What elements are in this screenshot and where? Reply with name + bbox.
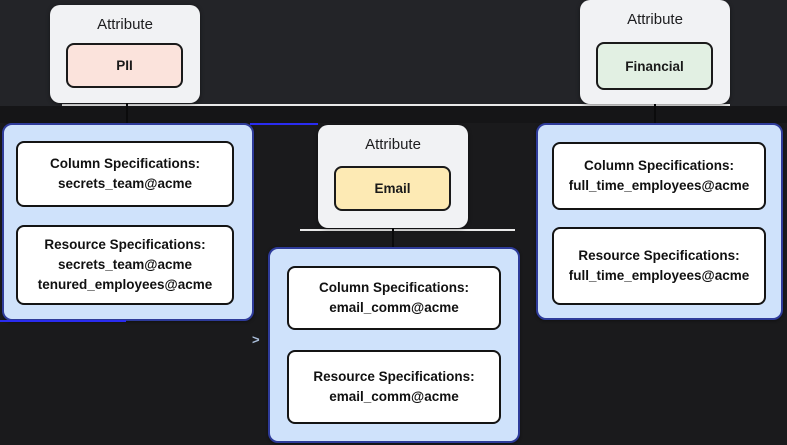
horizontal-rule-top xyxy=(62,104,730,106)
attribute-chip-pii: PII xyxy=(66,43,183,88)
spec-title: Column Specifications: xyxy=(318,279,470,295)
attribute-node-title: Attribute xyxy=(365,136,421,153)
column-spec-box-email: Column Specifications: email_comm@acme xyxy=(287,266,501,330)
blue-edge-fragment-top xyxy=(250,123,318,125)
spec-group-pii: Column Specifications: secrets_team@acme… xyxy=(2,123,254,321)
resource-spec-box-pii: Resource Specifications: secrets_team@ac… xyxy=(16,225,234,305)
attribute-chip-label: Email xyxy=(374,181,411,196)
edge-financial-to-right-group xyxy=(654,101,656,124)
attribute-chip-label: PII xyxy=(116,58,133,73)
attribute-node-financial: Attribute Financial xyxy=(580,0,730,104)
attribute-node-title: Attribute xyxy=(97,16,153,33)
horizontal-rule-middle xyxy=(300,229,515,231)
spec-value: secrets_team@acme xyxy=(57,176,192,191)
attribute-node-email: Attribute Email xyxy=(318,125,468,228)
spec-group-email: Column Specifications: email_comm@acme R… xyxy=(268,247,520,443)
spec-title: Resource Specifications: xyxy=(44,236,206,252)
background-band-gap xyxy=(0,106,787,123)
spec-value: tenured_employees@acme xyxy=(37,277,213,293)
edge-pii-to-left-group xyxy=(126,99,128,124)
attribute-node-title: Attribute xyxy=(627,11,683,28)
spec-value: email_comm@acme xyxy=(329,300,459,315)
column-spec-box-financial: Column Specifications: full_time_employe… xyxy=(552,142,766,210)
attribute-node-pii: Attribute PII xyxy=(50,5,200,103)
resource-spec-box-email: Resource Specifications: email_comm@acme xyxy=(287,350,501,424)
spec-value: full_time_employees@acme xyxy=(568,268,750,283)
blue-edge-fragment-bottom xyxy=(0,320,126,322)
spec-value: full_time_employees@acme xyxy=(568,178,750,193)
spec-value: secrets_team@acme xyxy=(57,256,192,272)
spec-title: Resource Specifications: xyxy=(313,368,475,384)
attribute-chip-financial: Financial xyxy=(596,42,713,90)
attribute-chip-label: Financial xyxy=(625,58,684,74)
edge-email-to-email-group xyxy=(392,226,394,248)
spec-value: email_comm@acme xyxy=(329,389,459,404)
column-spec-box-pii: Column Specifications: secrets_team@acme xyxy=(16,141,234,207)
edge-arrowhead-icon: > xyxy=(252,332,260,347)
attribute-chip-email: Email xyxy=(334,166,451,211)
spec-title: Resource Specifications: xyxy=(578,247,740,263)
spec-group-financial: Column Specifications: full_time_employe… xyxy=(536,123,783,320)
spec-title: Column Specifications: xyxy=(583,157,735,173)
resource-spec-box-financial: Resource Specifications: full_time_emplo… xyxy=(552,227,766,305)
spec-title: Column Specifications: xyxy=(49,155,201,171)
